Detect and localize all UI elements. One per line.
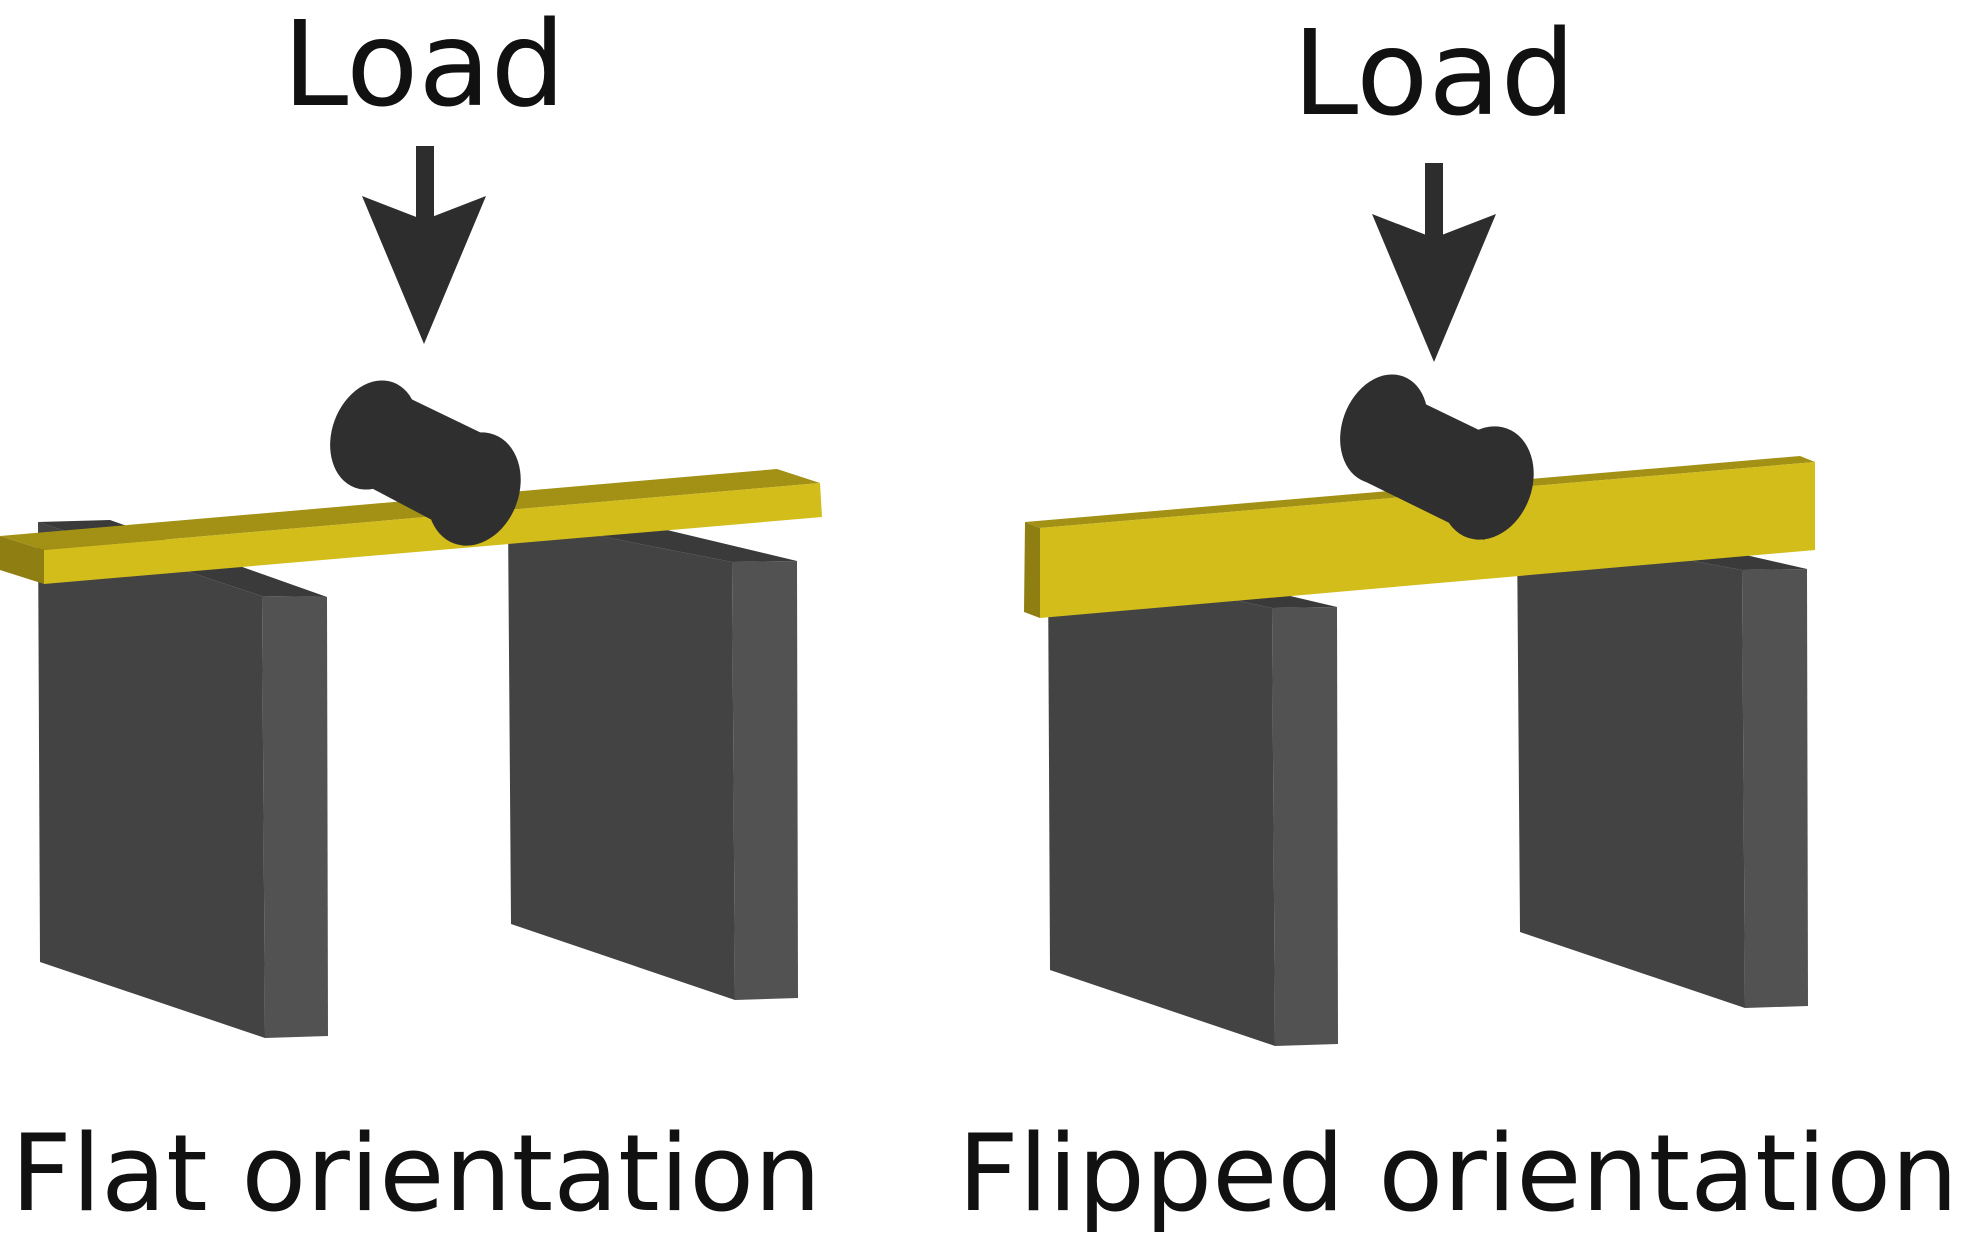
flat-load-label: Load [282,0,565,133]
flipped-load-arrow [1372,163,1496,362]
flipped-right-support [1517,524,1808,1008]
flat-orientation-panel: Load Flat or [0,0,822,1235]
flat-load-arrow [362,146,486,344]
flipped-roller [1340,374,1534,540]
flat-caption: Flat orientation [11,1112,821,1235]
flipped-left-support [1048,556,1338,1046]
flipped-orientation-panel: Load Flipped [958,4,1958,1235]
flat-left-support [38,520,328,1038]
flat-roller [330,380,521,546]
flat-right-support [508,514,798,1000]
flat-beam [0,469,822,584]
flipped-load-label: Load [1292,4,1575,142]
flipped-caption: Flipped orientation [958,1112,1958,1235]
